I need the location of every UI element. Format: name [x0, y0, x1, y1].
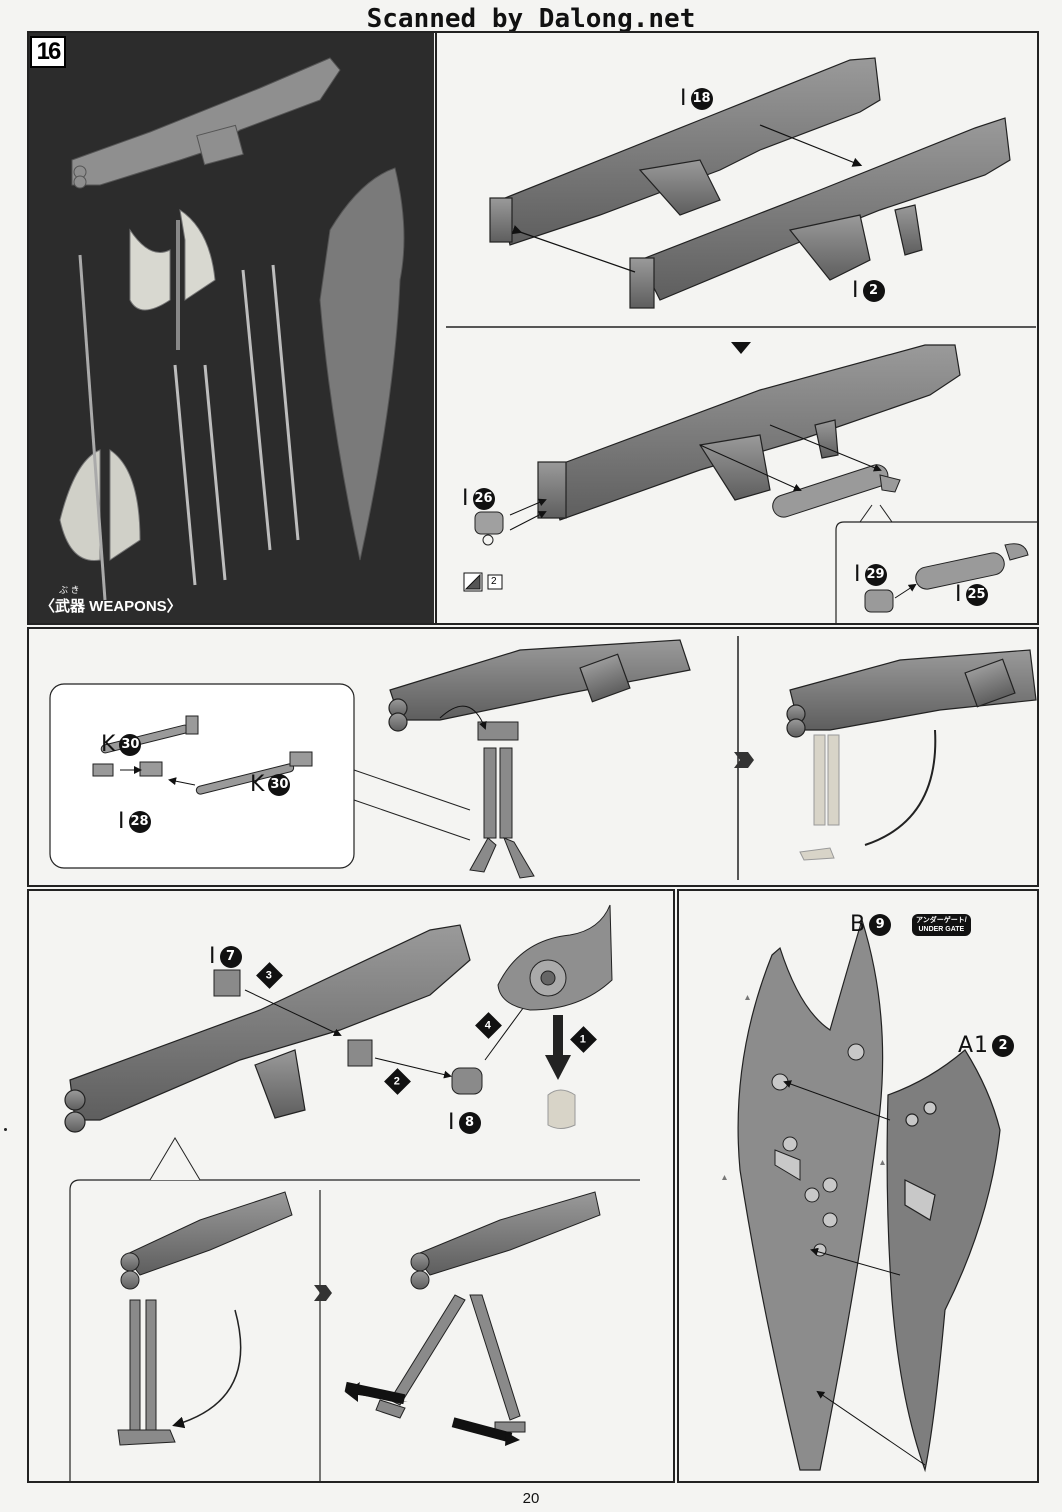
- flow-arrow-right-1: [734, 752, 754, 768]
- weapons-label: ぶ き 〈武器 WEAPONS〉: [40, 585, 182, 616]
- bipod-assembly: [469, 721, 535, 879]
- step-number: 16: [30, 36, 66, 68]
- under-gate-badge: アンダーゲート/ UNDER GATE: [912, 914, 971, 936]
- rifle-lower-part: [629, 117, 1011, 309]
- hand-closeup: [497, 904, 613, 1011]
- photo-shield: [319, 167, 405, 561]
- weapons-label-ruby: ぶ き: [59, 585, 80, 595]
- bipod-folded: [117, 1191, 293, 1446]
- photo-axe-small: [129, 208, 216, 350]
- photo-axe-large: [59, 254, 141, 601]
- photo-spikes: [173, 264, 300, 586]
- grip-parts: [213, 969, 483, 1095]
- bipod-ghost: [799, 734, 840, 861]
- bipod-deployed: [375, 1191, 601, 1433]
- shield-holes: [771, 1043, 865, 1257]
- arrow-down-shaft: [553, 1015, 563, 1060]
- arrow-down-head: [545, 1055, 571, 1080]
- barrel-part: [772, 464, 901, 518]
- hand-ghost: [547, 1089, 576, 1129]
- weapons-label-text: 〈武器 WEAPONS〉: [40, 598, 182, 615]
- rifle-assembled: [537, 344, 961, 521]
- rifle-front-assembled: [786, 649, 1037, 738]
- seal-number: 2: [491, 576, 497, 587]
- rifle-front: [388, 639, 691, 732]
- flow-arrow-down: [731, 342, 751, 354]
- cap-part-i26: [474, 511, 504, 546]
- page-number: 20: [522, 1490, 540, 1507]
- seal-icon: [463, 572, 503, 592]
- rifle-upper-part: [489, 57, 881, 246]
- rifle-side-view: [64, 924, 471, 1133]
- shield-plate: [886, 1049, 1001, 1473]
- bipod-parts-box: [49, 683, 355, 869]
- scan-speck: [4, 1128, 7, 1131]
- barrel-detail: [864, 543, 1029, 613]
- watermark: Scanned by Dalong.net: [366, 4, 696, 34]
- photo-rifle: [71, 57, 341, 189]
